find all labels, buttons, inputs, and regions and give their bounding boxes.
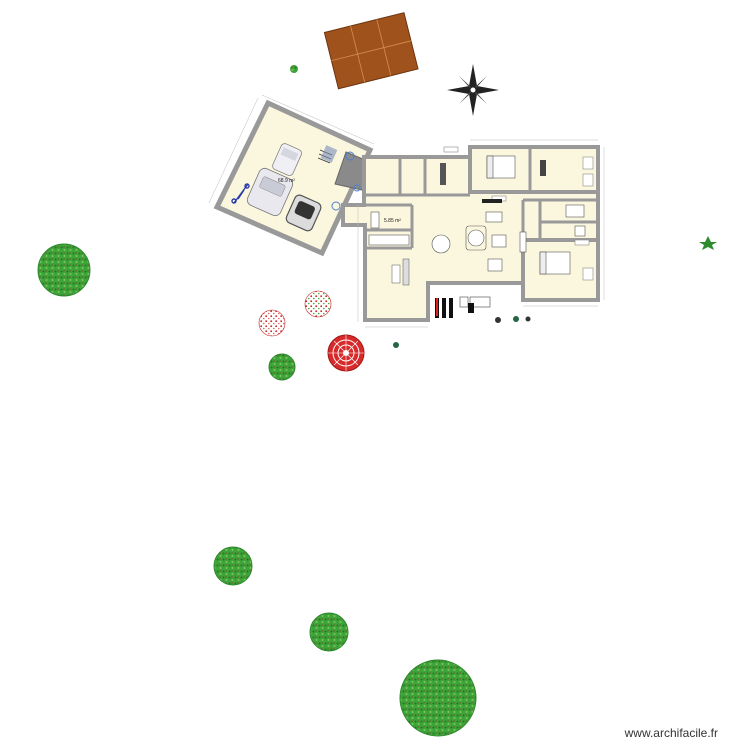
bed-icon: [486, 155, 516, 179]
watermark-text[interactable]: www.archifacile.fr: [624, 726, 718, 740]
parasol-icon: [327, 334, 365, 372]
main-house: 5.85 m²: [341, 139, 605, 328]
bicycle-icon: [231, 183, 250, 204]
bathtub: [565, 204, 585, 218]
shower: [574, 225, 586, 237]
garage-area-label: 68.9 m²: [278, 178, 295, 184]
car-icon: [246, 167, 294, 217]
tree-icon: [309, 612, 349, 652]
tree-icon: [213, 546, 253, 586]
table-icon: [431, 225, 487, 254]
tree-icon: [258, 309, 286, 337]
bed-icon: [539, 251, 571, 275]
appliance: [320, 145, 338, 163]
sofa-icon: [485, 211, 527, 272]
compass-rose-icon: [447, 64, 499, 116]
cabinet: [440, 163, 446, 185]
garage-wing: 68.9 m²: [208, 94, 375, 257]
tree-icon: [399, 659, 477, 737]
terrace-furniture: [393, 296, 531, 348]
tree-icon: [268, 353, 296, 381]
kitchen-counter: [368, 234, 410, 246]
trees: [37, 236, 717, 737]
office-area-label: 5.85 m²: [384, 218, 401, 224]
tree-icon: [304, 290, 332, 318]
dresser: [391, 264, 401, 284]
plant-icon: [699, 236, 717, 250]
door-icon: [345, 151, 355, 161]
tree-icon: [37, 243, 91, 297]
stairs: [370, 211, 380, 229]
door-icon: [331, 201, 341, 211]
car-icon: [272, 143, 302, 176]
door-icon: [353, 184, 361, 192]
roof-pergola: [323, 12, 419, 90]
tv-unit: [482, 199, 502, 203]
bush-icon: [290, 65, 298, 73]
cabinet: [540, 160, 546, 176]
dresser: [402, 258, 410, 286]
car-icon: [285, 194, 322, 232]
